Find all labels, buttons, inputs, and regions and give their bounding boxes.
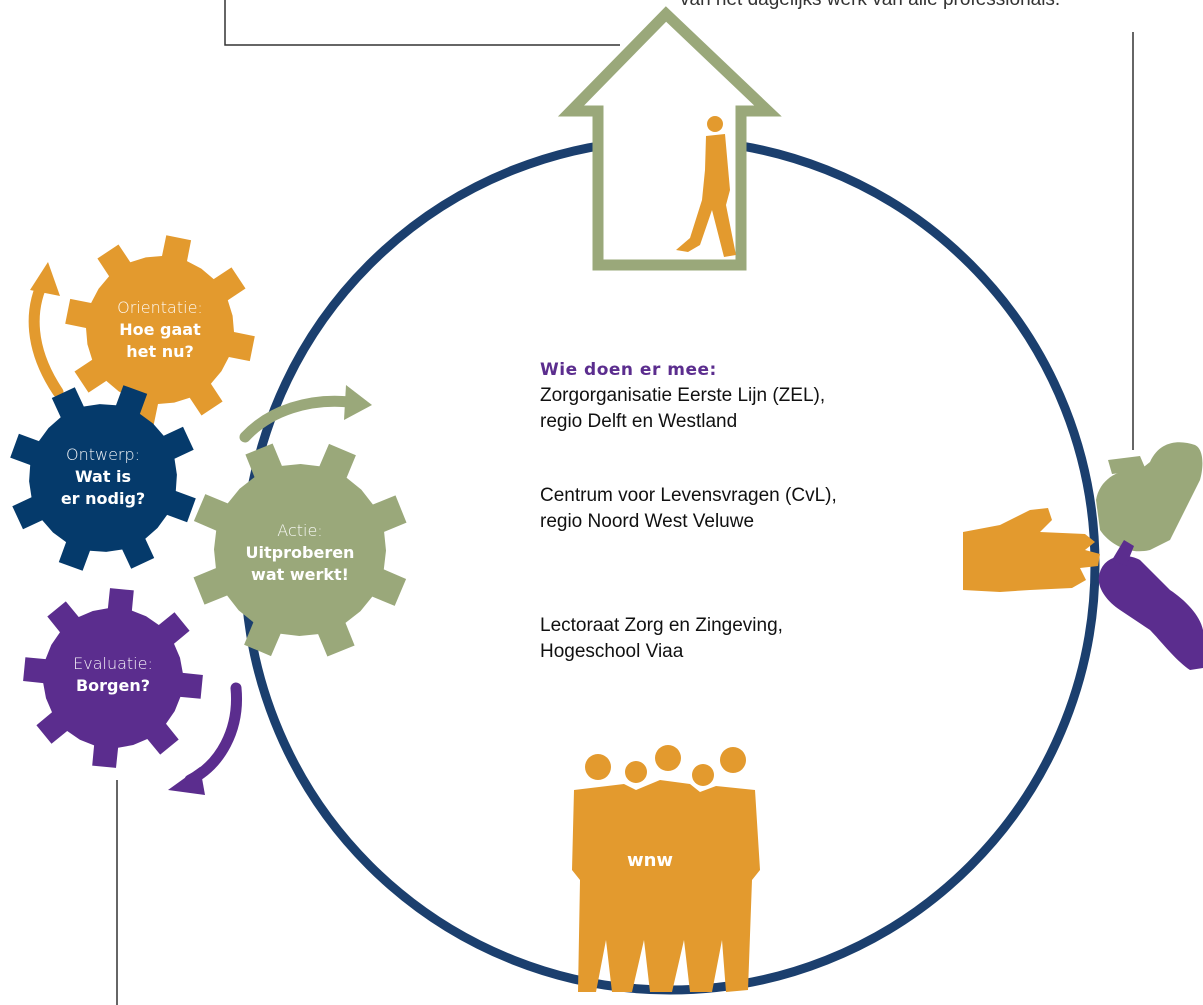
gear-ontwerp-icon <box>10 385 196 571</box>
gear-actie-q1: Uitproberen <box>245 543 355 562</box>
gear-orientatie-q2: het nu? <box>126 342 194 361</box>
group-label: wnw <box>627 850 673 871</box>
arrow-purple-icon <box>184 682 243 786</box>
gear-ontwerp-label: Ontwerp: Wat is er nodig? <box>38 444 168 510</box>
gear-ontwerp-q1: Wat is <box>74 467 132 486</box>
connector-line-top <box>224 0 620 46</box>
gear-orientatie-title: Orientatie: <box>117 298 203 317</box>
hand-orange-icon <box>963 508 1100 592</box>
gear-evaluatie-title: Evaluatie: <box>73 654 153 673</box>
gear-orientatie-label: Orientatie: Hoe gaat het nu? <box>95 297 225 363</box>
participant-cvl: Centrum voor Levensvragen (CvL), regio N… <box>540 483 837 535</box>
arrow-orange-icon <box>28 272 64 398</box>
gears-layer <box>10 235 407 768</box>
gear-ontwerp-title: Ontwerp: <box>65 445 141 464</box>
participant-lectoraat-line2: Hogeschool Viaa <box>540 641 684 662</box>
hand-green-icon <box>1096 442 1203 552</box>
participant-cvl-line1: Centrum voor Levensvragen (CvL), <box>540 485 837 506</box>
gear-evaluatie-icon <box>23 588 203 768</box>
participant-zel: Zorgorganisatie Eerste Lijn (ZEL), regio… <box>540 383 825 435</box>
gear-ontwerp-q2: er nodig? <box>60 489 146 508</box>
gear-actie-title: Actie: <box>277 521 323 540</box>
gear-evaluatie-label: Evaluatie: Borgen? <box>48 653 178 697</box>
participant-zel-line1: Zorgorganisatie Eerste Lijn (ZEL), <box>540 385 826 406</box>
gear-evaluatie-q1: Borgen? <box>75 676 151 695</box>
participants-heading: Wie doen er mee: <box>540 360 717 380</box>
person-leaning-icon <box>676 116 736 257</box>
gear-actie-icon <box>193 443 407 657</box>
participant-lectoraat-line1: Lectoraat Zorg en Zingeving, <box>540 615 783 636</box>
participant-lectoraat: Lectoraat Zorg en Zingeving, Hogeschool … <box>540 613 783 665</box>
top-caption: van het dagelijks werk van alle professi… <box>680 0 1203 11</box>
arrow-green-icon <box>239 395 356 443</box>
house-icon <box>557 6 782 271</box>
gear-actie-q2: wat werkt! <box>251 565 349 584</box>
participant-zel-line2: regio Delft en Westland <box>540 411 738 432</box>
gear-orientatie-icon <box>65 235 255 425</box>
participant-cvl-line2: regio Noord West Veluwe <box>540 511 755 532</box>
gear-actie-label: Actie: Uitproberen wat werkt! <box>228 520 372 586</box>
people-group-icon <box>572 745 760 992</box>
gear-orientatie-q1: Hoe gaat <box>119 320 201 339</box>
hand-purple-icon <box>1098 540 1203 670</box>
